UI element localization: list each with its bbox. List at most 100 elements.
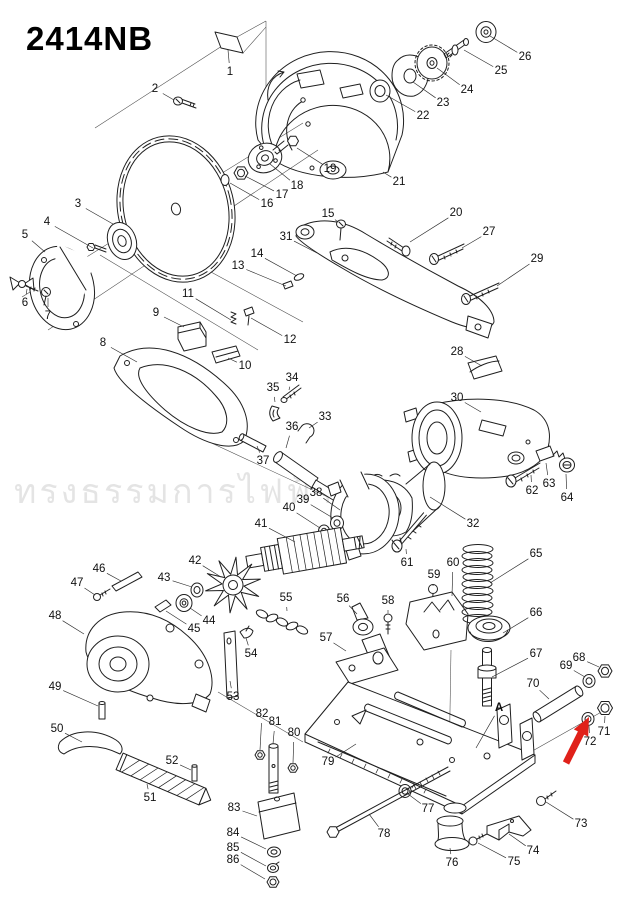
part-drawing-post-81	[268, 743, 279, 794]
part-drawing-screw-73	[536, 790, 557, 806]
part-label-4: 4	[44, 216, 51, 228]
part-drawing-safety-guard	[255, 51, 405, 180]
part-drawing-bracket-57	[335, 633, 399, 685]
part-drawing-motor-housing-30	[403, 398, 550, 479]
leader-line-45	[165, 610, 187, 625]
part-drawing-base-79	[304, 681, 536, 815]
part-label-51: 51	[144, 792, 157, 804]
leader-line-10	[227, 357, 238, 363]
part-label-37: 37	[257, 455, 270, 467]
leader-line-18	[269, 163, 291, 181]
part-label-19: 19	[324, 163, 337, 175]
part-label-5: 5	[22, 229, 28, 241]
leader-line-A	[475, 715, 495, 749]
part-label-35: 35	[267, 382, 280, 394]
leader-line-44	[189, 607, 202, 617]
part-drawing-spring-55	[255, 609, 309, 635]
part-label-14: 14	[251, 248, 264, 260]
part-label-38: 38	[310, 487, 323, 499]
leader-line-70	[539, 689, 550, 700]
part-label-84: 84	[227, 827, 240, 839]
part-label-27: 27	[483, 226, 496, 238]
part-drawing-brush-cap-64	[559, 457, 575, 473]
part-label-46: 46	[93, 563, 106, 575]
part-drawing-nut-82	[254, 750, 266, 760]
part-label-31: 31	[280, 231, 293, 243]
part-label-43: 43	[158, 572, 171, 584]
part-drawing-clip-54	[239, 625, 254, 639]
part-drawing-nut-68	[597, 664, 613, 678]
leader-line-36	[285, 435, 290, 449]
leader-line-75	[477, 842, 507, 859]
part-label-53: 53	[227, 691, 240, 703]
part-label-82: 82	[256, 708, 269, 720]
part-drawing-spring-washer-85	[267, 861, 280, 873]
leader-line-1	[227, 49, 230, 64]
part-label-36: 36	[286, 421, 299, 433]
part-drawing-arm-31	[295, 220, 495, 339]
part-drawing-key-46	[111, 571, 143, 592]
leader-line-40	[296, 512, 321, 529]
part-label-86: 86	[227, 854, 240, 866]
leader-line-21	[382, 171, 392, 178]
part-drawing-ring-16	[220, 174, 230, 186]
leader-line-6	[25, 288, 28, 295]
part-label-1: 1	[227, 66, 233, 78]
part-drawing-inner-flange-18	[247, 142, 283, 174]
leader-line-27	[461, 236, 482, 249]
leader-line-83	[242, 810, 258, 817]
part-label-A: A	[495, 702, 503, 714]
part-label-20: 20	[450, 207, 463, 219]
part-label-64: 64	[561, 492, 574, 504]
part-drawing-shaft-67	[477, 647, 497, 707]
leader-line-4	[54, 226, 94, 249]
leader-line-14	[264, 258, 298, 277]
leader-line-50	[64, 732, 83, 743]
leader-line-25	[463, 49, 494, 67]
part-label-69: 69	[560, 660, 573, 672]
part-label-32: 32	[467, 518, 480, 530]
part-label-40: 40	[283, 502, 296, 514]
part-label-34: 34	[286, 372, 299, 384]
part-label-29: 29	[531, 253, 544, 265]
part-drawing-bar-53	[223, 630, 239, 699]
part-drawing-gear-24	[414, 44, 450, 82]
leader-line-9	[163, 316, 185, 328]
part-label-45: 45	[188, 623, 201, 635]
part-drawing-screw-7	[41, 287, 51, 306]
leader-line-34	[288, 386, 291, 391]
leader-line-65	[489, 558, 529, 584]
leader-line-24	[436, 67, 460, 85]
part-drawing-rod-70	[532, 685, 584, 723]
part-drawing-spring-seat-66	[467, 615, 511, 642]
part-drawing-bolt-19	[272, 135, 299, 155]
part-label-66: 66	[530, 607, 543, 619]
part-label-26: 26	[519, 51, 532, 63]
leader-line-41	[268, 527, 296, 543]
part-label-47: 47	[71, 577, 84, 589]
leader-line-60	[451, 571, 454, 597]
part-labels: 1234567891011121314151617181920212223242…	[22, 35, 610, 880]
part-label-12: 12	[284, 334, 297, 346]
leader-line-19	[296, 147, 323, 165]
part-label-9: 9	[153, 307, 159, 319]
part-drawing-plate-60	[405, 591, 469, 651]
part-drawing-pin-14	[293, 273, 305, 281]
part-drawing-screw-34	[280, 384, 302, 403]
part-label-28: 28	[451, 346, 464, 358]
leader-line-16	[229, 182, 260, 200]
leader-line-3	[85, 208, 114, 225]
part-drawing-pin-49	[98, 701, 106, 720]
part-drawing-screw-rod-51	[115, 752, 212, 806]
part-label-10: 10	[239, 360, 252, 372]
part-label-33: 33	[319, 411, 332, 423]
part-label-23: 23	[437, 97, 450, 109]
leader-line-51	[146, 783, 149, 790]
part-drawing-screw-2	[173, 96, 197, 109]
leader-line-35	[273, 396, 276, 403]
leader-line-82	[259, 722, 262, 751]
part-drawing-wingbolt-6	[9, 276, 39, 292]
part-label-83: 83	[228, 802, 241, 814]
part-drawing-shaft-25	[443, 38, 469, 59]
